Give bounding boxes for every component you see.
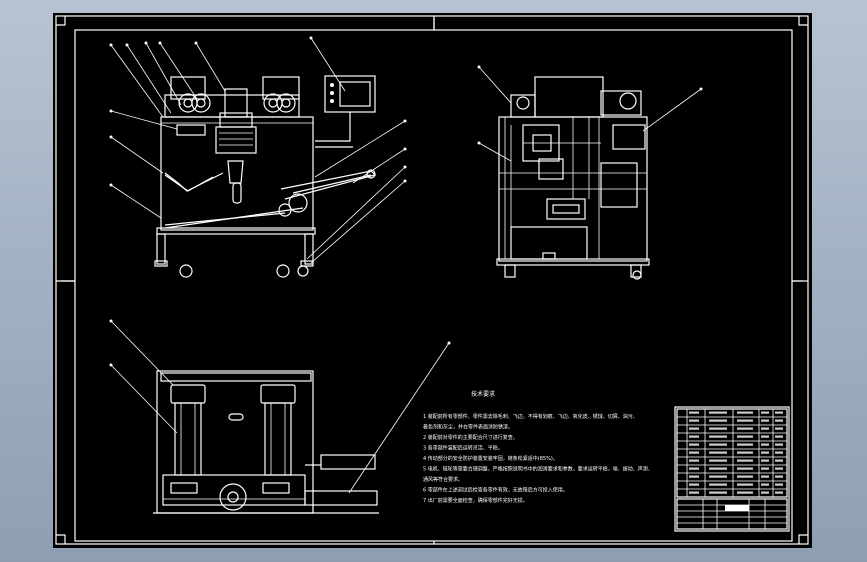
note-line: 5 电机、链轮等需要合理调整，严格按照说明书中的润滑要求和参数，要求运转平稳，噪… <box>423 466 653 473</box>
engineering-drawing: 技术要求 1 装配前所有零部件、零件需去除毛刺、飞边，不得有划痕、飞边、氧化皮、… <box>55 15 809 545</box>
note-line: 3 各零部件装配后运转灵活、平稳。 <box>423 445 503 452</box>
drawing-frame <box>55 15 809 545</box>
drawing-sheet: 技术要求 1 装配前所有零部件、零件需去除毛刺、飞边，不得有划痕、飞边、氧化皮、… <box>53 13 812 548</box>
note-line: 1 装配前所有零部件、零件需去除毛刺、飞边，不得有划痕、飞边、氧化皮、锈蚀、切屑… <box>423 413 638 420</box>
note-line: 2 装配前对零件的主要配合尺寸进行复查。 <box>423 434 518 441</box>
technical-notes: 技术要求 1 装配前所有零部件、零件需去除毛刺、飞边，不得有划痕、飞边、氧化皮、… <box>423 390 653 504</box>
note-line: 4 传动部分的安全防护装置安装牢固，链条松紧适中(85%)。 <box>423 455 558 462</box>
title-block <box>674 406 790 532</box>
note-line: 着色剂和灰尘，并在零件表面涂防锈漆。 <box>423 424 513 431</box>
note-line: 7 出厂前需要全面检查，确保零部件完好无损。 <box>423 497 528 504</box>
top-view <box>109 319 451 514</box>
front-view <box>109 36 407 278</box>
note-line: 6 零部件在上述调试后检查各零件有效，无故障后方可投入使用。 <box>423 487 568 494</box>
notes-title: 技术要求 <box>471 390 495 398</box>
side-view <box>477 65 703 280</box>
note-line: 通风等符合要求。 <box>423 476 463 483</box>
